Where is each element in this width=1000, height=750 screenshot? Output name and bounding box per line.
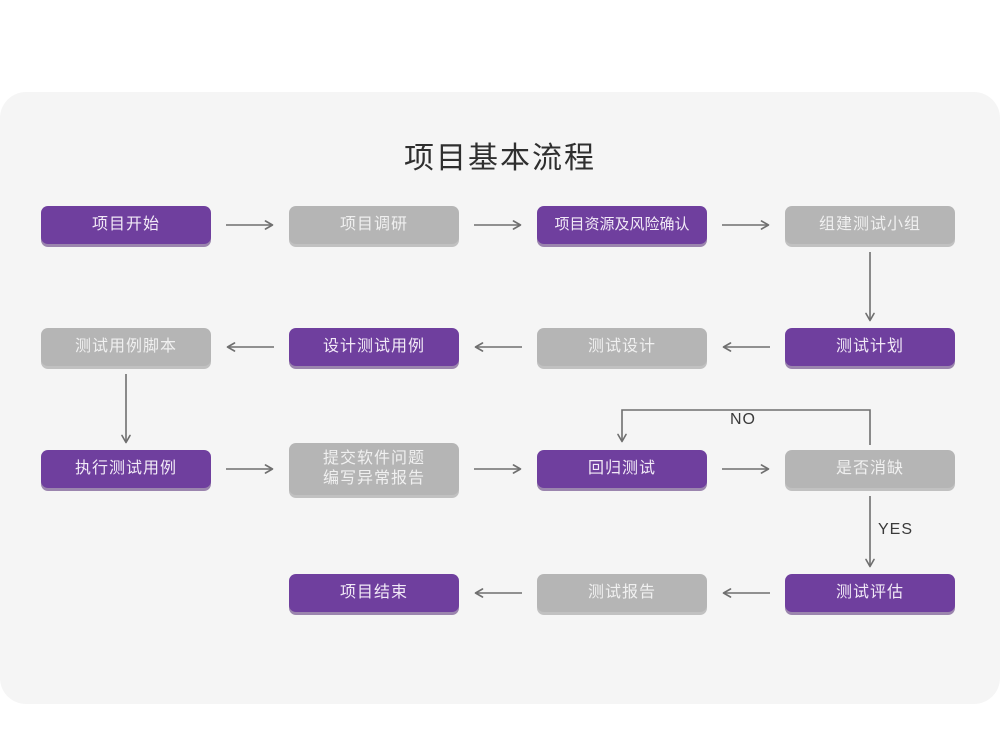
node-test-report[interactable]: 测试报告 xyxy=(537,574,707,612)
node-submit-issue-report[interactable]: 提交软件问题 编写异常报告 xyxy=(289,443,459,495)
node-execute-test-case[interactable]: 执行测试用例 xyxy=(41,450,211,488)
node-project-end[interactable]: 项目结束 xyxy=(289,574,459,612)
node-project-start[interactable]: 项目开始 xyxy=(41,206,211,244)
node-test-plan[interactable]: 测试计划 xyxy=(785,328,955,366)
node-project-research[interactable]: 项目调研 xyxy=(289,206,459,244)
arrow-no-loop xyxy=(617,409,871,445)
node-design-test-case[interactable]: 设计测试用例 xyxy=(289,328,459,366)
node-defect-cleared[interactable]: 是否消缺 xyxy=(785,450,955,488)
page-title: 项目基本流程 xyxy=(404,142,596,175)
edge-label-no: NO xyxy=(730,411,756,428)
node-test-evaluation[interactable]: 测试评估 xyxy=(785,574,955,612)
node-test-design[interactable]: 测试设计 xyxy=(537,328,707,366)
node-regression-test[interactable]: 回归测试 xyxy=(537,450,707,488)
node-build-test-team[interactable]: 组建测试小组 xyxy=(785,206,955,244)
node-resource-risk-confirm[interactable]: 项目资源及风险确认 xyxy=(537,206,707,244)
node-test-case-script[interactable]: 测试用例脚本 xyxy=(41,328,211,366)
edge-label-yes: YES xyxy=(878,521,914,538)
